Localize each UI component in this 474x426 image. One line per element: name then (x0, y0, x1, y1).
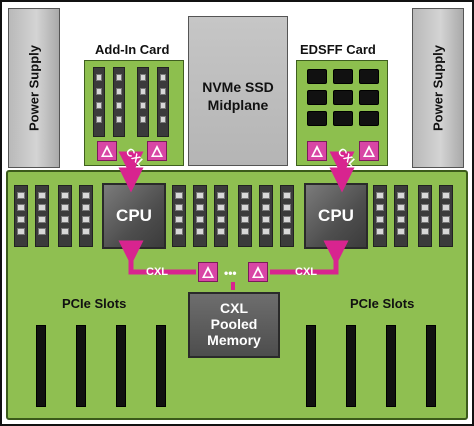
cxl-left-label: CXL (146, 266, 168, 278)
dimm (238, 185, 252, 247)
nvme-ssd-midplane: NVMe SSD Midplane (188, 16, 288, 166)
pcie-slot (386, 325, 396, 407)
add-in-card-module (157, 67, 169, 137)
edsff-drive (333, 69, 353, 84)
edsff-card-label: EDSFF Card (300, 42, 376, 57)
dimm (418, 185, 432, 247)
add-in-card-module (137, 67, 149, 137)
cxl-pooled-line3: Memory (207, 332, 261, 348)
retimer-icon (147, 141, 167, 161)
nvme-midplane-line1: NVMe SSD (202, 79, 274, 95)
edsff-drive (307, 69, 327, 84)
edsff-drive (307, 111, 327, 126)
edsff-drive (359, 111, 379, 126)
pcie-slots-right-label: PCIe Slots (350, 296, 415, 311)
dimm (373, 185, 387, 247)
cxl-pooled-line1: CXL (220, 300, 248, 316)
dimm (14, 185, 28, 247)
dimm (439, 185, 453, 247)
dots-icon: ••• (224, 266, 237, 280)
retimer-icon (97, 141, 117, 161)
edsff-drive (359, 69, 379, 84)
cxl-pooled-memory: CXL Pooled Memory (188, 292, 280, 358)
dimm (280, 185, 294, 247)
add-in-card-module (93, 67, 105, 137)
pcie-slot (36, 325, 46, 407)
edsff-drive (307, 90, 327, 105)
edsff-card: ••• (296, 60, 388, 166)
pcie-slot (306, 325, 316, 407)
cxl-bus-left (118, 240, 196, 275)
cxl-bus-right (270, 240, 349, 275)
pcie-slot (76, 325, 86, 407)
cxl-pooled-line2: Pooled (210, 316, 258, 332)
add-in-card-label: Add-In Card (95, 42, 170, 57)
dimm (172, 185, 186, 247)
retimer-icon (307, 141, 327, 161)
cxl-right-label: CXL (295, 266, 317, 278)
dimm (394, 185, 408, 247)
add-in-card: ••• (84, 60, 184, 166)
pcie-slot (426, 325, 436, 407)
dimm (259, 185, 273, 247)
edsff-drive (359, 90, 379, 105)
edsff-drive (333, 111, 353, 126)
pcie-slots-left-label: PCIe Slots (62, 296, 127, 311)
add-in-card-module (113, 67, 125, 137)
edsff-drive (333, 90, 353, 105)
dimm (35, 185, 49, 247)
dimm (193, 185, 207, 247)
retimer-icon (359, 141, 379, 161)
power-supply-right: Power Supply (412, 8, 464, 168)
retimer-icon (248, 262, 268, 282)
retimer-icon (198, 262, 218, 282)
pcie-slot (116, 325, 126, 407)
pcie-slot (156, 325, 166, 407)
nvme-midplane-line2: Midplane (207, 97, 269, 113)
pcie-slot (346, 325, 356, 407)
dimm (58, 185, 72, 247)
dimm (79, 185, 93, 247)
dimm (214, 185, 228, 247)
power-supply-left: Power Supply (8, 8, 60, 168)
